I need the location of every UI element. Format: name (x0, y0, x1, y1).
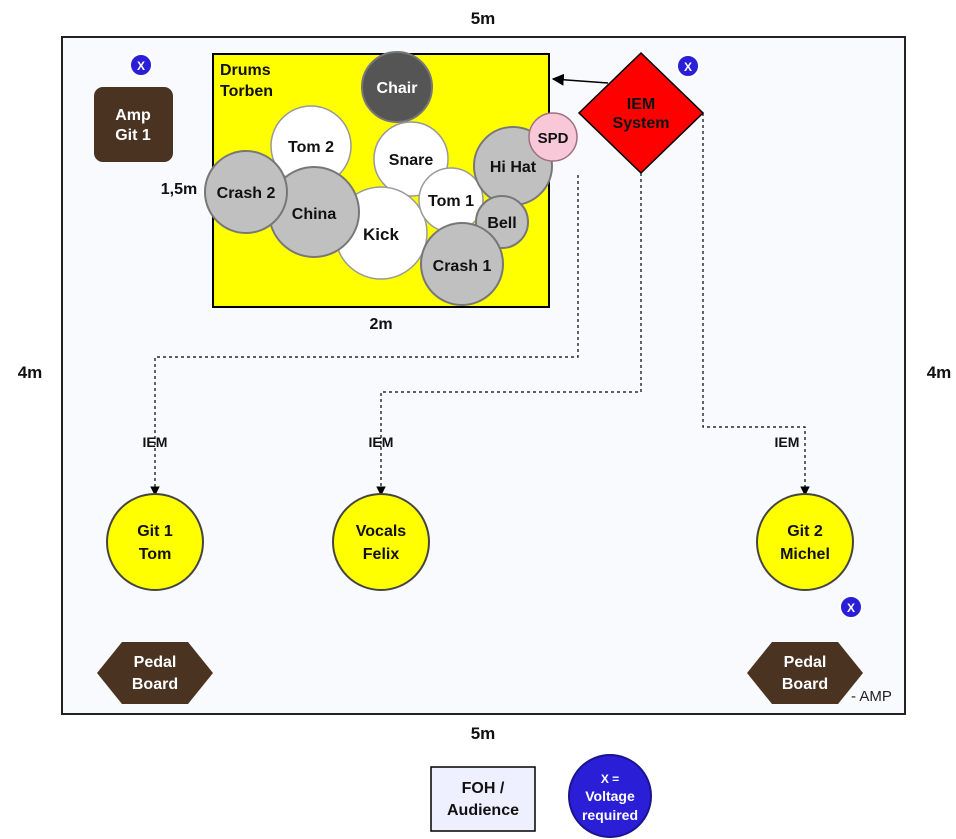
musician-vocals-line2: Felix (363, 546, 400, 563)
musician-git-1-line1: Git 1 (137, 523, 173, 540)
drum-tom-2: Tom 2 (270, 105, 352, 187)
cymbal-hi-hat-label: Hi Hat (490, 159, 537, 176)
iem-label-git-2: IEM (775, 434, 800, 450)
legend-line1: X = (601, 772, 619, 786)
legend-line3: required (582, 807, 638, 823)
drum-riser-drummer: Torben (220, 83, 273, 100)
cymbal-crash-1-label: Crash 1 (433, 258, 492, 275)
foh-line1: FOH / (462, 780, 505, 797)
cymbal-bell-label: Bell (487, 215, 516, 232)
voltage-marker-git-2-label: X (847, 601, 855, 615)
riser-depth-label: 1,5m (161, 181, 197, 198)
legend-line2: Voltage (585, 788, 635, 804)
drum-chair: Chair (361, 51, 433, 123)
iem-system-line2: System (613, 115, 670, 132)
amp-git-1-line2: Git 1 (115, 127, 151, 144)
voltage-marker-amp: X (129, 53, 153, 77)
pedal-board-left-line2: Board (132, 676, 178, 693)
musician-vocals-line1: Vocals (356, 523, 407, 540)
iem-feed-git-1 (150, 175, 579, 496)
amp-git-1: Amp Git 1 (94, 87, 173, 162)
iem-feed-vocals (376, 173, 642, 496)
pedal-board-left-line1: Pedal (134, 654, 177, 671)
iem-feed-git-2 (702, 113, 810, 496)
iem-label-git-1: IEM (143, 434, 168, 450)
dimension-right: 4m (927, 363, 952, 382)
voltage-marker-iem: X (676, 54, 700, 78)
amp-note: - AMP (851, 688, 892, 705)
drum-spd-label: SPD (538, 130, 569, 147)
riser-width-label: 2m (369, 316, 392, 333)
pedal-board-right: Pedal Board (747, 642, 863, 704)
dimension-top: 5m (471, 9, 496, 28)
cymbal-china: China (268, 166, 360, 258)
musician-git-2: Git 2 Michel (756, 493, 854, 591)
voltage-marker-amp-label: X (137, 59, 145, 73)
cymbal-crash-1: Crash 1 (420, 222, 504, 306)
voltage-legend: X = Voltage required (568, 754, 652, 838)
cymbal-crash-2: Crash 2 (204, 150, 288, 234)
drum-snare-label: Snare (389, 152, 434, 169)
voltage-marker-iem-label: X (684, 60, 692, 74)
dimension-left: 4m (18, 363, 43, 382)
drum-riser-title: Drums (220, 62, 271, 79)
foh-line2: Audience (447, 802, 519, 819)
musician-git-2-line2: Michel (780, 546, 830, 563)
pedal-board-right-line2: Board (782, 676, 828, 693)
pedal-board-right-line1: Pedal (784, 654, 827, 671)
drum-tom-1-label: Tom 1 (428, 193, 474, 210)
drum-tom-2-label: Tom 2 (288, 139, 334, 156)
voltage-marker-git-2: X (839, 595, 863, 619)
iem-system-line1: IEM (627, 96, 655, 113)
iem-system: IEM System (577, 51, 705, 175)
musician-vocals: Vocals Felix (332, 493, 430, 591)
dimension-bottom: 5m (471, 724, 496, 743)
amp-git-1-line1: Amp (115, 107, 151, 124)
cymbal-china-label: China (292, 206, 337, 223)
drum-chair-label: Chair (377, 80, 418, 97)
iem-to-drums-arrow (551, 73, 609, 86)
cymbal-crash-2-label: Crash 2 (217, 185, 276, 202)
iem-label-vocals: IEM (369, 434, 394, 450)
foh-audience: FOH / Audience (430, 766, 536, 832)
pedal-board-left: Pedal Board (97, 642, 213, 704)
drum-kick-label: Kick (363, 225, 399, 244)
drum-spd: SPD (528, 112, 578, 162)
musician-git-1: Git 1 Tom (106, 493, 204, 591)
musician-git-1-line2: Tom (139, 546, 172, 563)
drum-tom-1: Tom 1 (418, 167, 484, 233)
musician-git-2-line1: Git 2 (787, 523, 823, 540)
